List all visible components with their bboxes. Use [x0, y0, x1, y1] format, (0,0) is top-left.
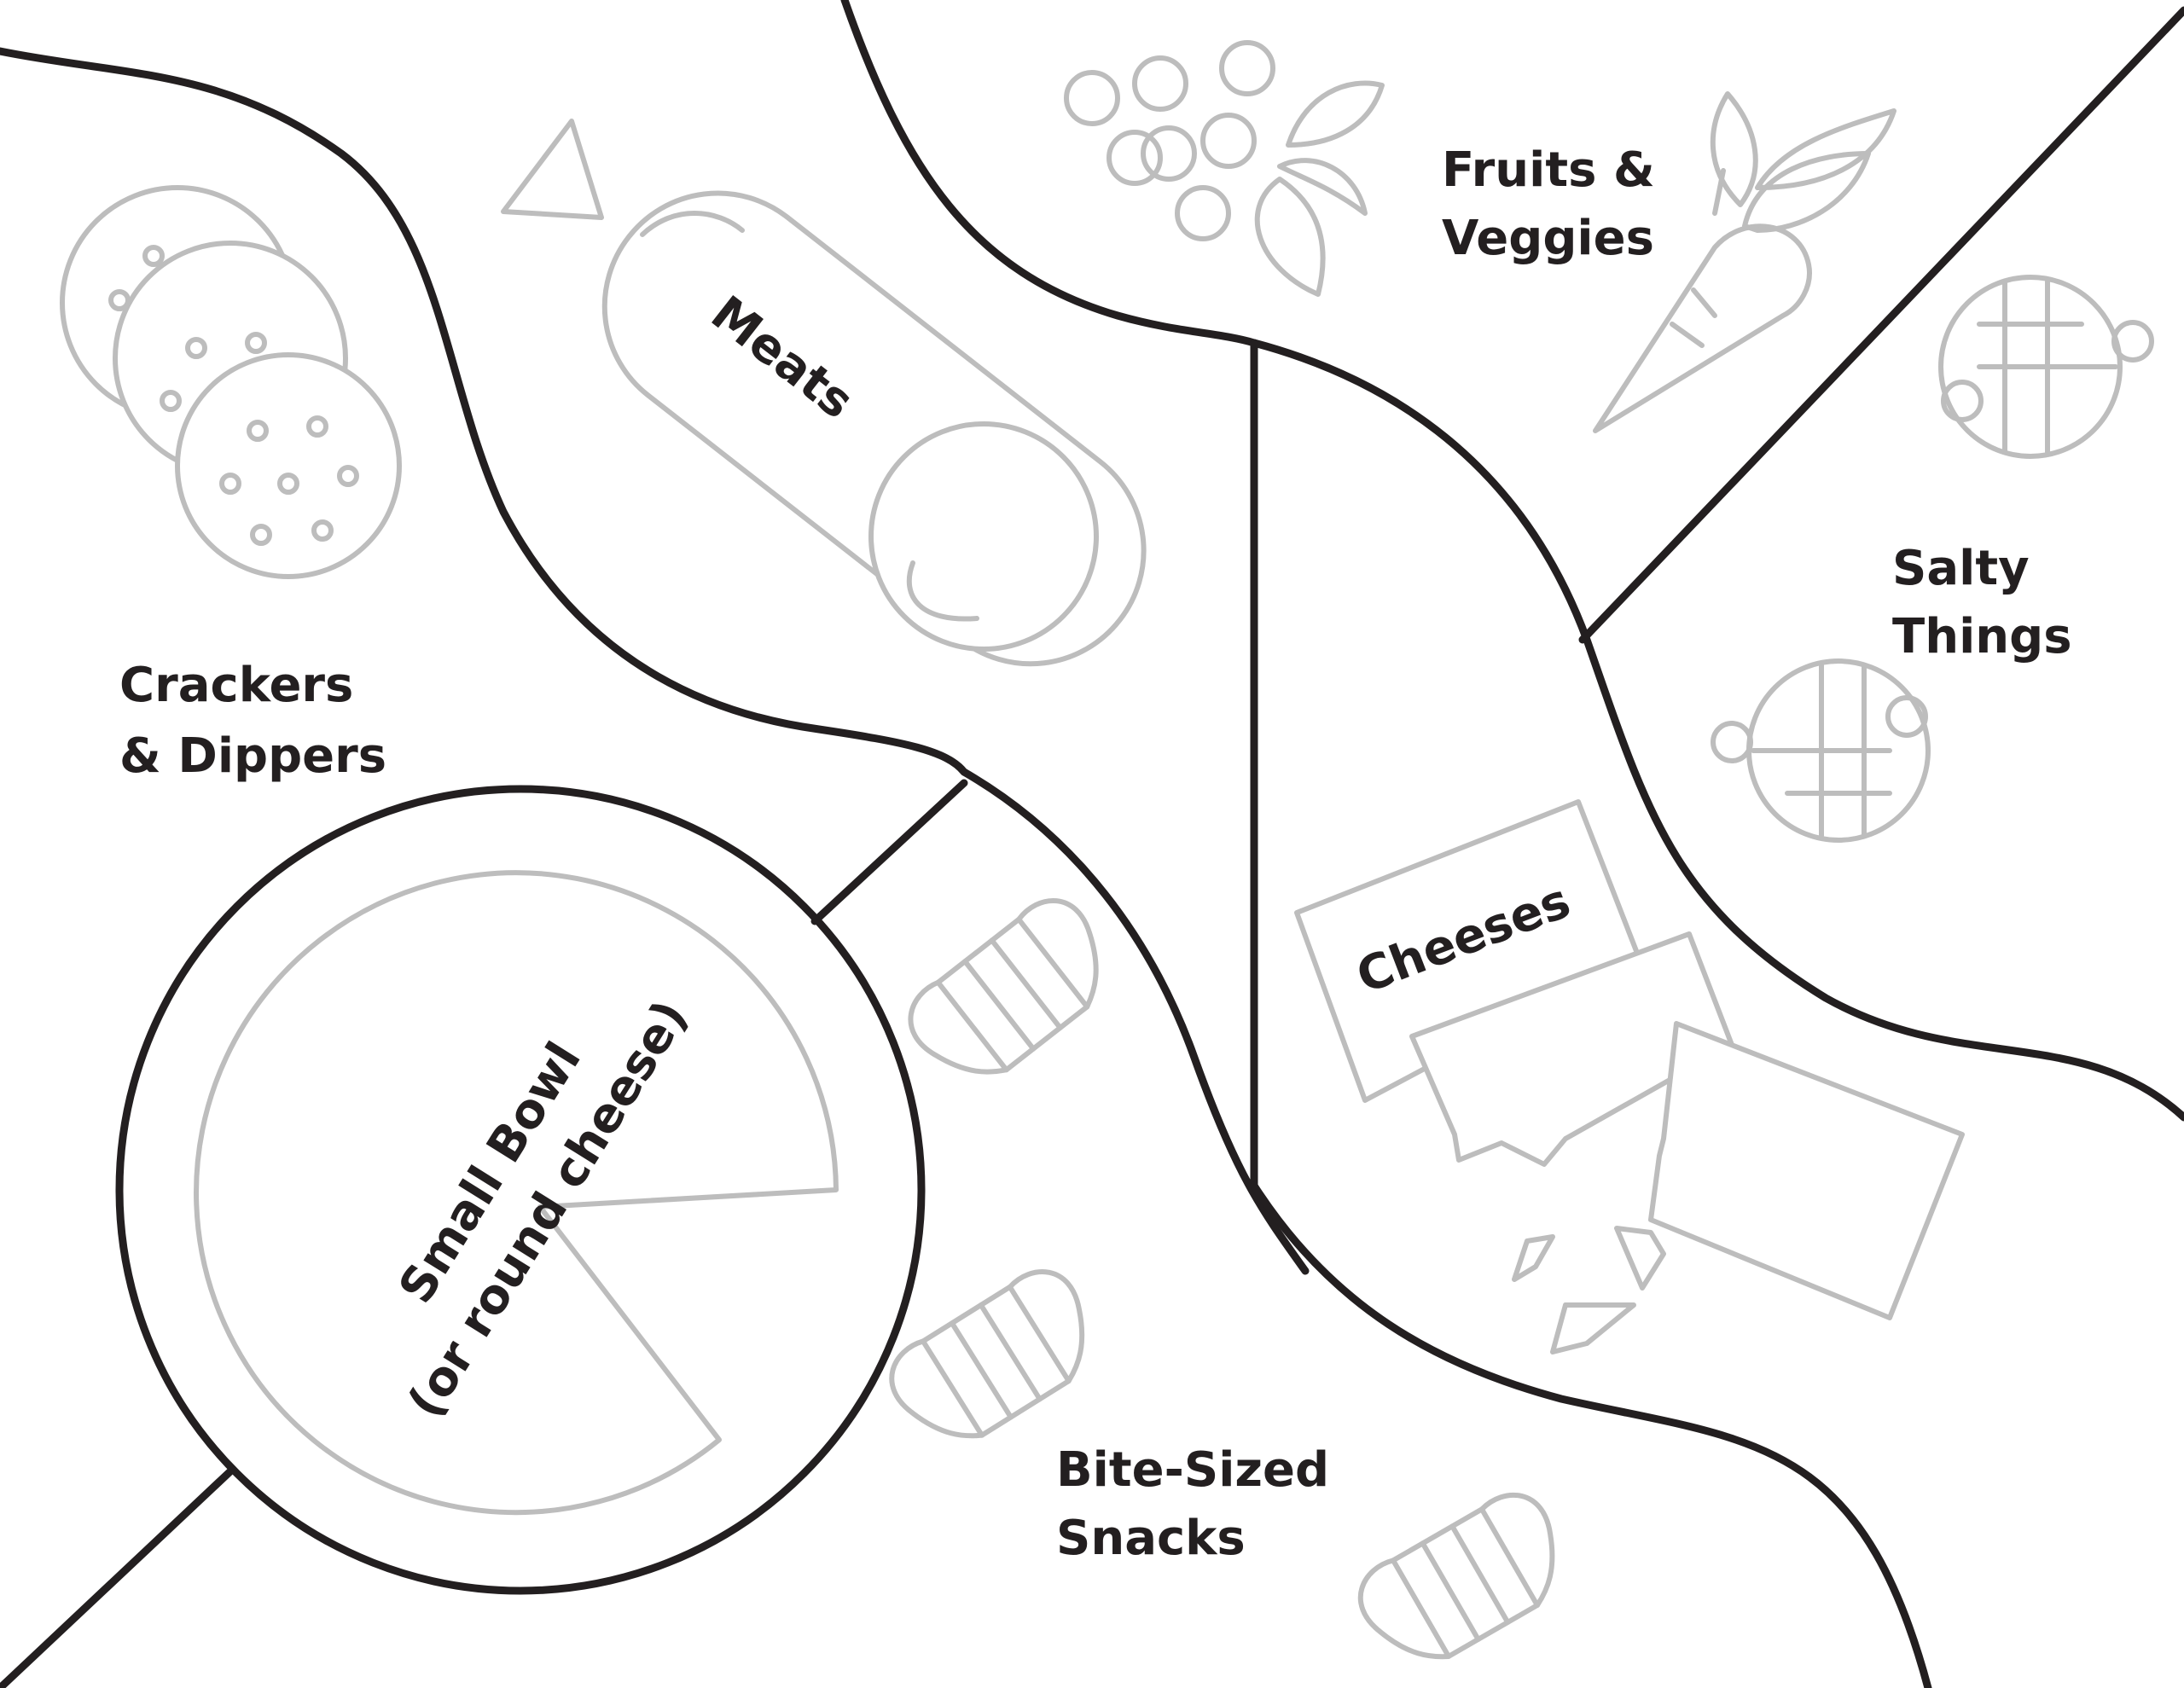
divider-meats-fruits	[840, 0, 1258, 347]
fruits-label-line1: Fruits &	[1442, 142, 1655, 198]
crackers-label: Crackers & Dippers	[119, 658, 386, 784]
divider-fruits-cheese	[1250, 339, 2184, 1122]
small-bowl-outline	[115, 785, 926, 1595]
croissant-icon-3	[1357, 1492, 1555, 1660]
divider-bowl-connector	[810, 779, 968, 925]
fruits-label: Fruits & Veggies	[1442, 142, 1655, 266]
croissant-icon-2	[889, 1269, 1085, 1439]
fruits-label-line2: Veggies	[1442, 211, 1654, 266]
divider-bowl-bottom-left	[0, 1467, 235, 1688]
cheese-slices-icon	[1294, 799, 1965, 1354]
crackers-label-line1: Crackers	[119, 658, 353, 713]
salty-label-line1: Salty	[1892, 541, 2030, 596]
cheese-wedge-icon	[194, 870, 839, 1516]
snacks-label-line1: Bite-Sized	[1056, 1442, 1329, 1498]
carrot-icon	[1593, 91, 1896, 433]
salami-icon	[501, 119, 1147, 667]
pretzel-icon-2	[1711, 658, 1931, 843]
divider-cheese-snacks	[1250, 1181, 1932, 1688]
bowl-label: Small Bowl (or round cheese)	[388, 991, 699, 1427]
divider-crackers-meats	[0, 47, 968, 776]
salty-label-line2: Things	[1892, 609, 2072, 664]
salty-label: Salty Things	[1892, 541, 2072, 664]
divider-salty-diagonal	[1578, 6, 2184, 644]
divider-snacks-boundary	[960, 768, 1310, 1275]
snacks-label-line2: Snacks	[1056, 1511, 1246, 1566]
crackers-icon	[60, 185, 402, 579]
snacks-label: Bite-Sized Snacks	[1056, 1442, 1329, 1566]
grapes-icon	[1064, 40, 1385, 297]
crackers-label-line2: & Dippers	[119, 728, 386, 784]
pretzel-icon	[1938, 275, 2154, 459]
croissant-icon	[908, 898, 1099, 1075]
